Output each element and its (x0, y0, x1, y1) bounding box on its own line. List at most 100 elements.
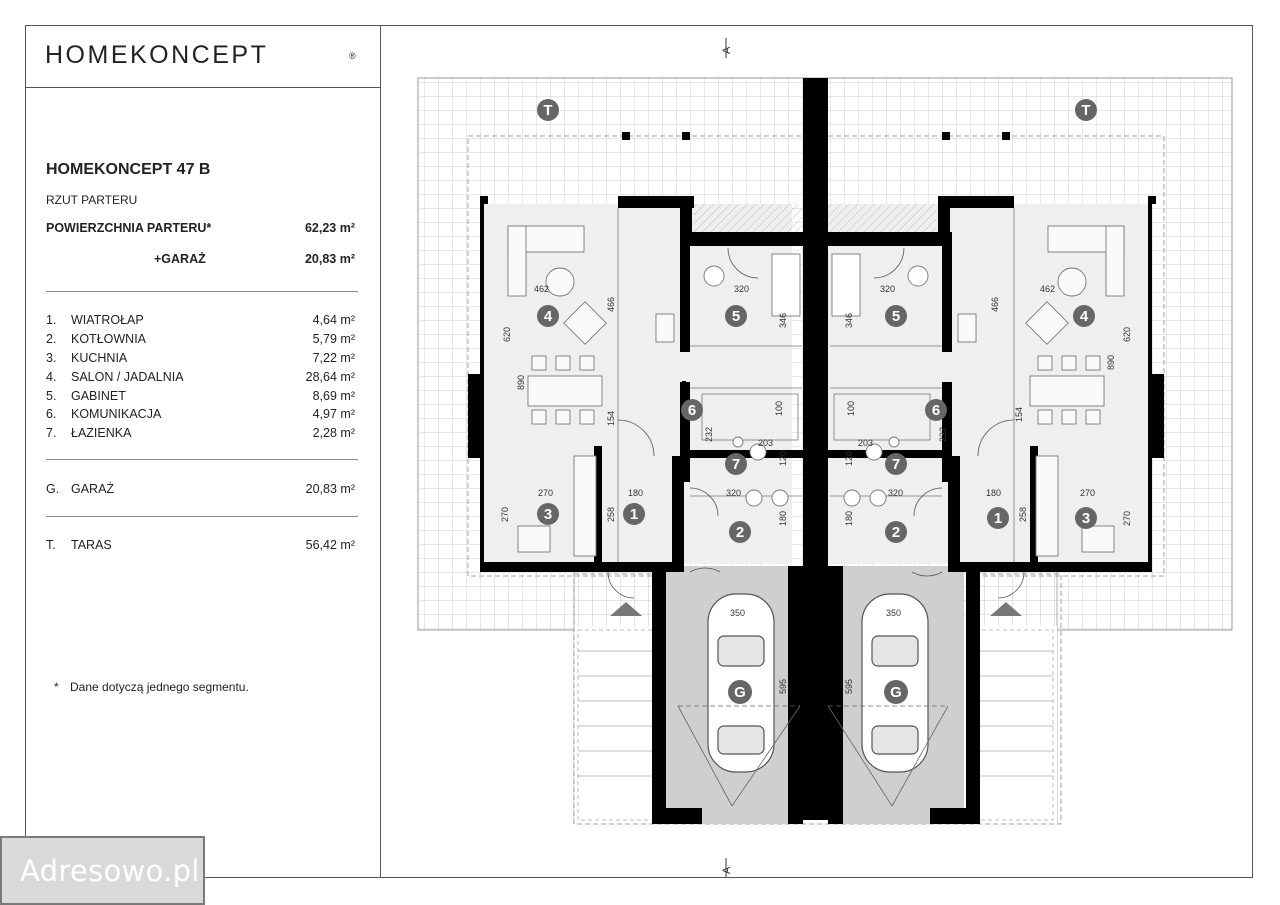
room-number: 3. (46, 351, 57, 365)
svg-text:270: 270 (500, 507, 510, 522)
svg-text:100: 100 (846, 401, 856, 416)
logo-box: HOMEKONCEPT ® (25, 25, 380, 88)
room-badge-1-right: 1 (987, 507, 1009, 529)
svg-text:6: 6 (932, 402, 940, 419)
svg-text:203: 203 (858, 438, 873, 448)
room-name: KOTŁOWNIA (71, 332, 147, 346)
section-letter: A (721, 866, 733, 874)
svg-text:620: 620 (1122, 327, 1132, 342)
svg-text:2: 2 (892, 524, 900, 541)
registered-mark: ® (349, 51, 356, 61)
svg-text:G: G (734, 684, 746, 701)
svg-text:466: 466 (990, 297, 1000, 312)
svg-text:466: 466 (606, 297, 616, 312)
svg-text:180: 180 (986, 488, 1001, 498)
room-name: KUCHNIA (71, 351, 128, 365)
watermark-text: Adresowo.pl (20, 854, 200, 888)
svg-text:320: 320 (880, 284, 895, 294)
room-area: 8,69 m² (312, 389, 355, 403)
svg-text:320: 320 (726, 488, 741, 498)
svg-text:350: 350 (886, 608, 901, 618)
room-badge-4-right: 4 (1073, 305, 1095, 327)
svg-text:180: 180 (628, 488, 643, 498)
svg-text:3: 3 (544, 506, 552, 523)
svg-text:270: 270 (538, 488, 553, 498)
svg-text:180: 180 (778, 511, 788, 526)
section-letter: A (721, 46, 733, 54)
room-area: 4,97 m² (312, 407, 355, 421)
room-name: ŁAZIENKA (71, 426, 132, 440)
garage-badge-left: G (728, 680, 752, 704)
room-name: GARAŻ (71, 482, 115, 496)
room-name: KOMUNIKACJA (71, 407, 162, 421)
room-badge-5-right: 5 (885, 305, 907, 327)
svg-text:1: 1 (994, 510, 1002, 527)
svg-text:203: 203 (758, 438, 773, 448)
room-badge-3-right: 3 (1075, 507, 1097, 529)
project-title: HOMEKONCEPT 47 B (46, 161, 211, 178)
living-furniture-left (507, 225, 675, 557)
svg-text:320: 320 (888, 488, 903, 498)
svg-text:2: 2 (736, 524, 744, 541)
svg-text:4: 4 (544, 308, 553, 325)
footnote-star: * (54, 680, 59, 694)
room-badge-3-left: 3 (537, 503, 559, 525)
room-area: 28,64 m² (305, 370, 355, 384)
svg-text:320: 320 (734, 284, 749, 294)
svg-text:7: 7 (732, 456, 740, 473)
svg-text:346: 346 (844, 313, 854, 328)
garage-door-lines (677, 705, 949, 807)
svg-text:T: T (543, 102, 552, 119)
garage-area-value: 20,83 m² (304, 252, 355, 266)
entrance-canopy-left (694, 204, 802, 234)
svg-text:154: 154 (606, 411, 616, 426)
door-swings (607, 247, 1025, 599)
entry-arrow-right (990, 602, 1022, 616)
legend-panel: HOMEKONCEPT ® HOMEKONCEPT 47 B RZUT PART… (25, 25, 381, 878)
garage-area-label: +GARAŻ (154, 252, 206, 266)
entrance-canopy-right (828, 204, 936, 234)
room-badge-4-left: 4 (537, 305, 559, 327)
room-badge-1-left: 1 (623, 503, 645, 525)
walls (468, 78, 1164, 824)
svg-text:120: 120 (778, 451, 788, 466)
terrace-badge-right: T (1075, 99, 1097, 121)
room-area: 2,28 m² (312, 426, 355, 440)
room-badge-7-right: 7 (885, 453, 907, 475)
room-area: 20,83 m² (305, 482, 355, 496)
room-number: 2. (46, 332, 57, 346)
watermark: Adresowo.pl (0, 836, 205, 905)
room-name: TARAS (71, 538, 112, 552)
svg-text:270: 270 (1122, 511, 1132, 526)
svg-text:3: 3 (1082, 510, 1090, 527)
room-area: 7,22 m² (312, 351, 355, 365)
room-badge-7-left: 7 (725, 453, 747, 475)
svg-text:270: 270 (1080, 488, 1095, 498)
svg-text:258: 258 (1018, 507, 1028, 522)
footnote: * Dane dotyczą jednego segmentu. (54, 680, 249, 694)
footnote-text: Dane dotyczą jednego segmentu. (70, 680, 249, 694)
svg-text:4: 4 (1080, 308, 1089, 325)
room-name: WIATROŁAP (71, 313, 144, 327)
room-badge-2-left: 2 (729, 521, 751, 543)
svg-text:T: T (1081, 102, 1090, 119)
divider (46, 459, 358, 460)
svg-text:890: 890 (516, 375, 526, 390)
svg-text:350: 350 (730, 608, 745, 618)
svg-text:7: 7 (892, 456, 900, 473)
room-name: SALON / JADALNIA (71, 370, 184, 384)
room-number: 4. (46, 370, 57, 384)
steps-right (967, 629, 1054, 821)
room-badge-6-right: 6 (925, 399, 947, 421)
svg-text:232: 232 (704, 427, 714, 442)
drawing-frame (25, 25, 1253, 878)
room-area: 4,64 m² (312, 313, 355, 327)
room-badge-2-right: 2 (885, 521, 907, 543)
svg-text:232: 232 (938, 427, 948, 442)
svg-text:346: 346 (778, 313, 788, 328)
svg-text:595: 595 (778, 679, 788, 694)
room-number: G. (46, 482, 60, 496)
svg-text:180: 180 (844, 511, 854, 526)
svg-text:595: 595 (844, 679, 854, 694)
brand-logo: HOMEKONCEPT (45, 41, 269, 69)
